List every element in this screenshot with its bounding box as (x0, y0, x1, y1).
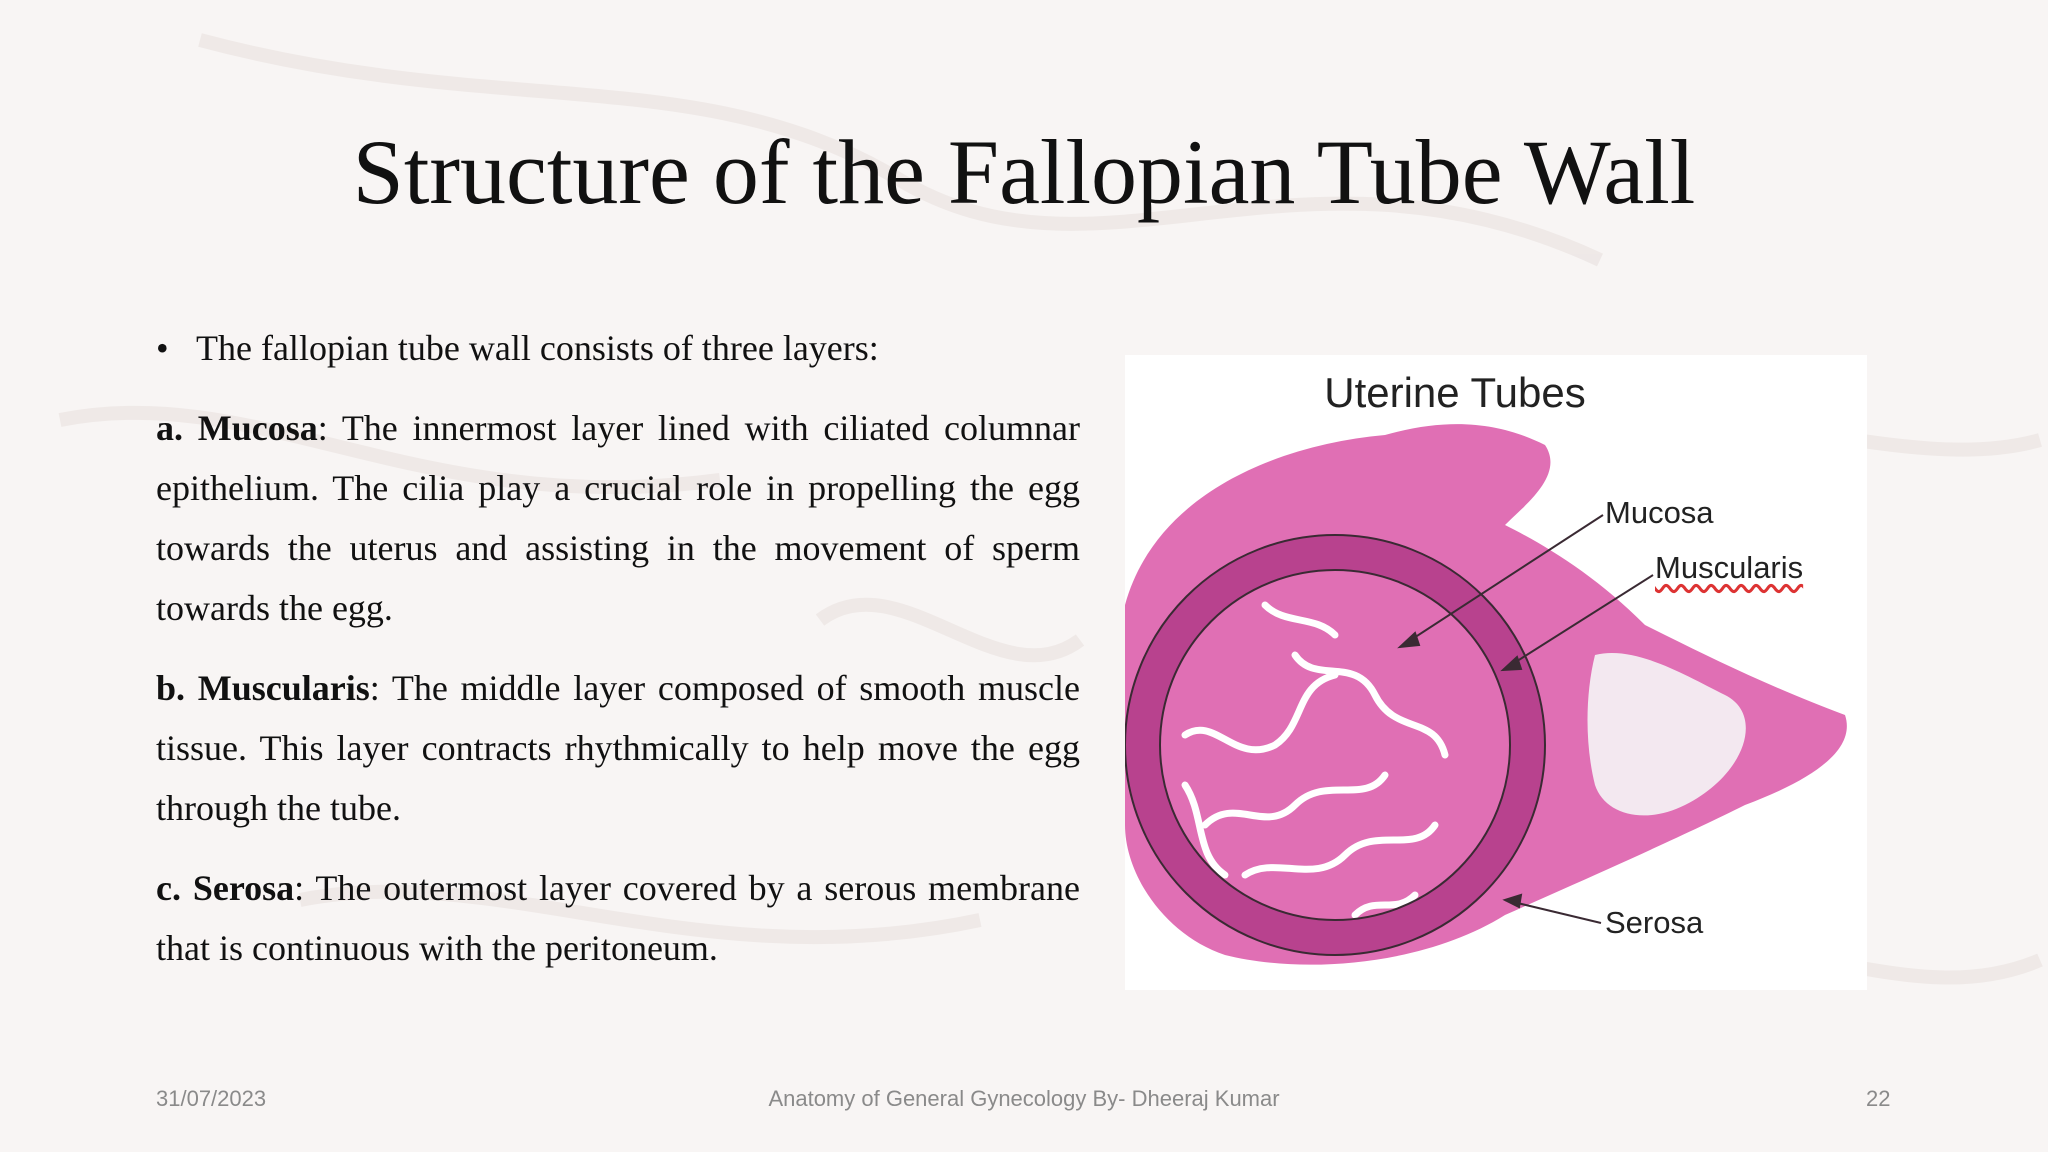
serosa-arrowhead (1502, 893, 1523, 909)
intro-bullet: • The fallopian tube wall consists of th… (156, 318, 1080, 378)
figure-title: Uterine Tubes (1324, 369, 1586, 416)
muscularis-outline (1125, 534, 1546, 956)
footer-page-number: 22 (1866, 1086, 1891, 1111)
mucosa-arrowhead (1397, 631, 1421, 649)
mucosa-outline (1159, 569, 1511, 921)
layer-muscularis: b. Muscularis: The middle layer composed… (156, 658, 1080, 838)
layer-name: Muscularis (197, 668, 370, 708)
muscularis-arrowhead (1500, 655, 1523, 672)
layer-name: Serosa (192, 868, 295, 908)
layer-mucosa: a. Mucosa: The innermost layer lined wit… (156, 398, 1080, 638)
intro-text: The fallopian tube wall consists of thre… (196, 328, 879, 368)
footer-date: 31/07/2023 (156, 1086, 267, 1111)
layer-letter: b. (156, 668, 186, 708)
layer-description: : The outermost layer covered by a serou… (156, 868, 1080, 968)
mucosa-pointer (1399, 514, 1604, 648)
muscularis-pointer (1502, 574, 1654, 671)
tube-cross-section (1125, 424, 1847, 965)
layer-name: Mucosa (197, 408, 318, 448)
layer-description: : The innermost layer lined with ciliate… (156, 408, 1080, 628)
serosa-pointer (1504, 899, 1602, 924)
histology-figure: Uterine Tubes Mucosa Muscularis Serosa (1125, 355, 1867, 990)
body-text: • The fallopian tube wall consists of th… (156, 318, 1080, 998)
slide-title: Structure of the Fallopian Tube Wall (352, 121, 1696, 223)
bullet-dot-icon: • (156, 328, 169, 368)
layer-letter: a. (156, 408, 183, 448)
layer-letter: c. (156, 868, 181, 908)
label-mucosa: Mucosa (1605, 495, 1714, 530)
footer-title: Anatomy of General Gynecology By- Dheera… (768, 1086, 1280, 1111)
layer-serosa: c. Serosa: The outermost layer covered b… (156, 858, 1080, 978)
layer-description: : The middle layer composed of smooth mu… (156, 668, 1080, 828)
label-serosa: Serosa (1605, 905, 1704, 940)
fat-region (1587, 653, 1746, 816)
lumen-folds (1181, 601, 1449, 919)
label-muscularis: Muscularis (1655, 550, 1804, 585)
